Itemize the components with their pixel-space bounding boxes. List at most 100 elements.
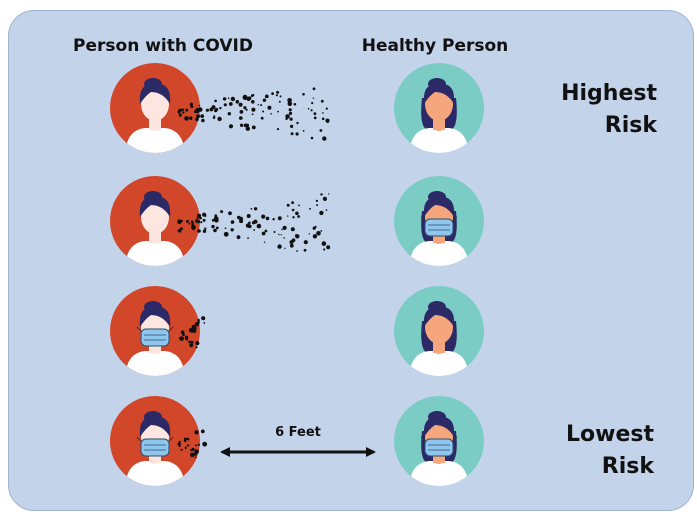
droplet xyxy=(260,104,263,107)
healthy-person-2-shirt xyxy=(409,241,469,266)
lowest-risk-line2: Risk xyxy=(601,454,654,479)
droplet xyxy=(197,318,200,322)
infected-person-4-hair xyxy=(139,416,171,437)
droplet xyxy=(239,123,244,128)
infected-person-1-hair-bun xyxy=(144,78,162,90)
droplet xyxy=(322,112,324,114)
droplet xyxy=(202,218,206,222)
droplet xyxy=(328,193,330,195)
droplet xyxy=(293,103,297,106)
droplet xyxy=(230,96,236,102)
healthy-person-4-mask-icon xyxy=(420,436,458,457)
droplet xyxy=(278,233,280,236)
infected-person-3-mask-icon xyxy=(136,326,174,347)
droplet xyxy=(323,248,326,251)
droplet xyxy=(201,118,205,123)
droplet xyxy=(211,108,214,111)
droplet xyxy=(278,100,281,103)
healthy-person-2-hair-bun xyxy=(428,191,446,203)
droplet xyxy=(256,223,262,229)
droplet xyxy=(238,102,243,107)
droplet xyxy=(316,231,321,236)
droplet xyxy=(201,316,206,321)
droplet xyxy=(180,227,183,231)
droplet xyxy=(281,228,283,231)
droplet xyxy=(251,100,255,104)
droplet xyxy=(296,121,299,125)
droplet xyxy=(239,219,244,224)
droplet xyxy=(250,94,254,97)
distance-label: 6 Feet xyxy=(275,425,321,440)
droplet xyxy=(250,208,253,210)
droplets-4 xyxy=(177,429,208,459)
healthy-person-1-hair xyxy=(423,83,455,104)
healthy-person-2 xyxy=(394,176,484,266)
droplet xyxy=(200,114,205,118)
healthy-person-2-hair xyxy=(423,196,455,217)
droplet xyxy=(309,207,311,210)
droplet xyxy=(213,228,217,233)
droplet xyxy=(312,97,315,99)
droplet xyxy=(248,221,251,225)
droplet xyxy=(197,321,200,324)
droplet xyxy=(224,227,227,229)
droplet xyxy=(195,220,199,223)
droplet xyxy=(312,87,316,91)
droplet xyxy=(295,211,299,216)
droplet xyxy=(200,221,203,224)
infected-person-4 xyxy=(110,396,200,486)
droplet xyxy=(295,132,299,136)
droplet xyxy=(277,216,282,221)
droplet xyxy=(202,229,207,233)
droplet xyxy=(303,240,308,245)
droplet xyxy=(190,449,193,452)
droplet xyxy=(316,204,319,207)
droplet xyxy=(279,95,282,98)
droplet xyxy=(262,110,265,113)
droplet xyxy=(178,112,181,115)
droplet xyxy=(230,228,234,232)
droplet xyxy=(178,337,181,339)
droplet xyxy=(228,124,234,129)
droplet xyxy=(312,234,318,239)
droplet xyxy=(290,124,294,128)
droplet xyxy=(313,116,317,120)
infected-person-1-hair xyxy=(139,83,171,104)
droplet xyxy=(205,108,209,112)
droplet xyxy=(185,108,189,112)
droplet xyxy=(325,209,328,211)
droplet xyxy=(283,237,285,239)
infected-person-1-shirt xyxy=(125,128,185,153)
droplets-2 xyxy=(177,193,331,252)
droplet xyxy=(239,116,243,120)
droplet xyxy=(214,99,217,103)
droplet xyxy=(195,341,200,346)
droplet xyxy=(184,437,187,441)
droplet xyxy=(265,216,270,221)
droplet xyxy=(204,214,207,217)
droplet xyxy=(246,98,250,102)
droplet xyxy=(251,125,256,130)
droplet xyxy=(262,98,267,102)
droplets-1 xyxy=(177,87,330,141)
healthy-person-1-head xyxy=(425,87,453,121)
droplet xyxy=(190,340,194,344)
droplet xyxy=(257,104,259,106)
droplet xyxy=(227,112,231,116)
droplet xyxy=(297,215,300,218)
droplet xyxy=(186,219,189,223)
droplet xyxy=(320,230,323,232)
droplet xyxy=(308,233,310,235)
infected-person-2 xyxy=(110,176,200,266)
droplet xyxy=(243,106,247,110)
droplet xyxy=(289,117,293,121)
droplet xyxy=(214,215,217,218)
droplet xyxy=(288,108,292,112)
droplets-3 xyxy=(178,316,206,349)
droplet xyxy=(295,234,300,239)
droplet xyxy=(284,247,286,249)
droplet xyxy=(181,108,184,111)
infected-person-4-mask-icon xyxy=(136,436,174,457)
droplet xyxy=(195,346,198,349)
